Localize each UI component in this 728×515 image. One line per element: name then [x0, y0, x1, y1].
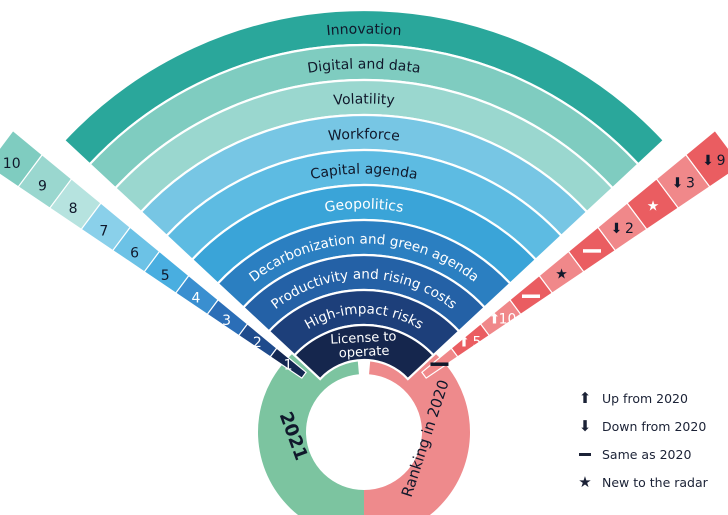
legend-item-new: ★ New to the radar: [574, 468, 724, 496]
rank-number: 7: [99, 223, 108, 239]
dash-icon: [574, 452, 596, 456]
star-icon: ★: [555, 266, 568, 282]
rank-number: 6: [130, 246, 139, 262]
change-value: 5: [473, 334, 482, 350]
fan-band: [292, 323, 436, 381]
star-icon: ★: [647, 198, 660, 214]
change-value: 2: [625, 221, 634, 237]
rank-number: 3: [222, 313, 231, 329]
center-label: operate: [338, 344, 389, 362]
arrow-up-icon: ⬆: [489, 312, 501, 328]
legend: ⬆ Up from 2020 ⬇ Down from 2020 Same as …: [574, 384, 724, 496]
arrow-down-icon: ⬇: [578, 417, 592, 435]
arrow-down-icon: ⬇: [611, 221, 623, 237]
change-value: 10: [499, 312, 517, 328]
arrow-down-icon: ⬇: [672, 176, 684, 192]
legend-label: Same as 2020: [602, 446, 692, 462]
band-label: Workforce: [327, 126, 400, 144]
left-tail-ring: [258, 326, 364, 515]
fan-bands: [62, 8, 666, 381]
change-value: 3: [686, 176, 695, 192]
star-icon: ★: [578, 473, 592, 491]
rank-number: 1: [284, 358, 293, 374]
dash-icon: [521, 294, 540, 298]
legend-item-down: ⬇ Down from 2020: [574, 412, 724, 440]
dash-icon: [583, 249, 602, 253]
right-change-strip: ⬇9⬇3★⬇2★⬆10⬆5: [421, 129, 728, 379]
legend-label: Down from 2020: [602, 418, 707, 434]
arrow-up-icon: ⬆: [458, 334, 470, 350]
rank-cell: [269, 347, 307, 379]
band-label: Digital and data: [306, 56, 421, 76]
legend-label: Up from 2020: [602, 390, 688, 406]
rank-number: 8: [69, 201, 78, 217]
band-label: Volatility: [333, 91, 395, 108]
right-tail-ring: [364, 326, 470, 515]
rank-number: 4: [191, 290, 200, 306]
arrow-down-icon: ⬇: [702, 153, 714, 169]
rank-number: 9: [38, 178, 47, 194]
rank-number: 2: [253, 335, 262, 351]
change-value: 9: [717, 153, 726, 169]
left-rank-strip: 10 9 8 7 6 5 4 3 2 1: [0, 129, 307, 379]
dash-icon: [430, 362, 449, 366]
arrow-up-icon: ⬆: [578, 389, 592, 407]
rank-number: 5: [161, 268, 170, 284]
band-label: Innovation: [326, 21, 402, 39]
legend-item-same: Same as 2020: [574, 440, 724, 468]
rank-number: 10: [3, 156, 21, 172]
left-tail: 2021: [258, 326, 364, 515]
center-label: License to: [330, 329, 397, 347]
legend-label: New to the radar: [602, 474, 708, 490]
legend-item-up: ⬆ Up from 2020: [574, 384, 724, 412]
